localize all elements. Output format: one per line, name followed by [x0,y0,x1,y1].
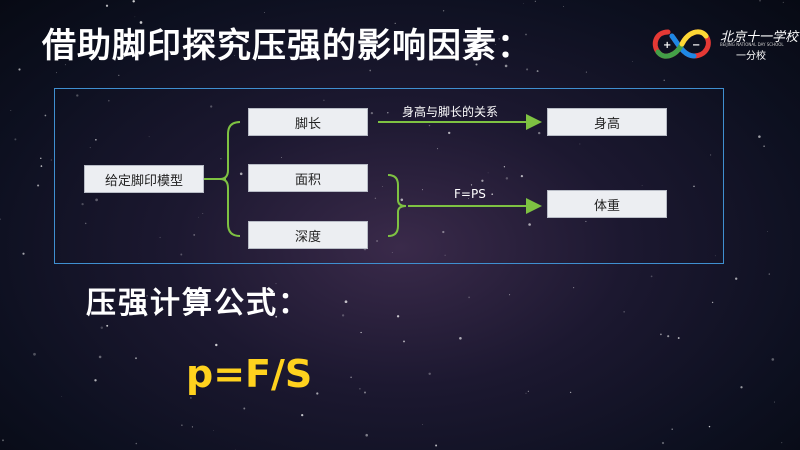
logo-school-name: 北京十一学校 [720,30,799,45]
edge-label-length-height: 身高与脚长的关系 [402,105,499,119]
left-brace [219,121,241,237]
node-foot-length: 脚长 [248,108,368,136]
root-node-footprint-model: 给定脚印模型 [84,165,204,193]
svg-text:+: + [663,40,671,51]
pressure-formula: p=F/S [186,352,313,396]
logo-emblem-icon: + − [652,29,711,59]
node-weight: 体重 [547,190,667,218]
right-brace [387,174,407,237]
node-height: 身高 [547,108,667,136]
node-depth: 深度 [248,221,368,249]
svg-text:−: − [692,40,700,51]
edge-label-formula: F=PS [454,187,486,201]
diagram-frame [54,88,724,264]
school-logo: + − 北京十一学校 BEIJING NATIONAL DAY SCHOOL 一… [650,24,798,64]
node-area: 面积 [248,164,368,192]
logo-branch-name: 一分校 [736,51,766,62]
slide-title: 借助脚印探究压强的影响因素： [42,26,532,66]
logo-school-english: BEIJING NATIONAL DAY SCHOOL [720,42,784,47]
formula-heading: 压强计算公式： [86,286,310,321]
